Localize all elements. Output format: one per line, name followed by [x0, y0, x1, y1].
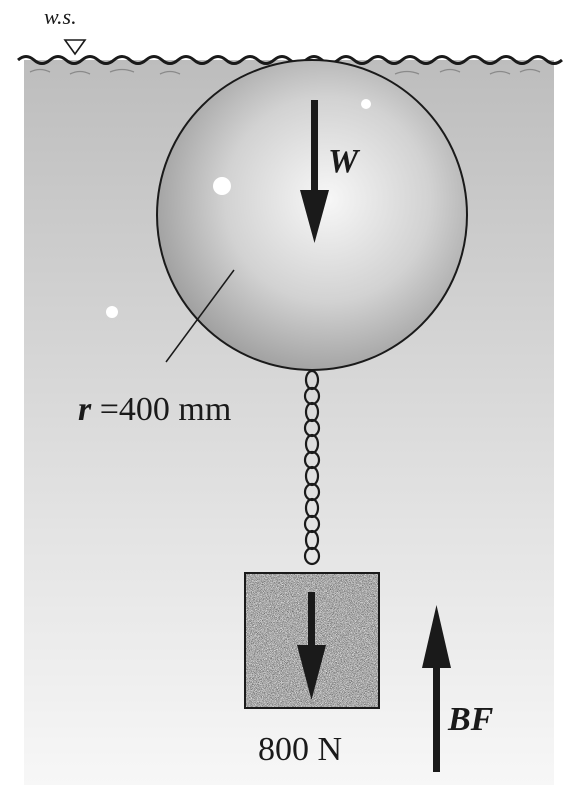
block-weight-label: 800 N — [258, 731, 342, 768]
buoyant-force-arrow — [422, 605, 451, 772]
buoyant-force-label: BF — [447, 701, 494, 738]
radius-leader-line — [165, 269, 235, 363]
chain — [303, 369, 321, 566]
weight-label: W — [328, 143, 361, 180]
radius-value: =400 mm — [91, 391, 231, 428]
block-weight-arrow — [297, 592, 326, 700]
radius-symbol: r — [78, 391, 92, 428]
water-surface-line — [17, 55, 563, 65]
water-surface-label: w.s. — [44, 4, 77, 29]
radius-label: r =400 mm — [78, 391, 231, 428]
bubble — [361, 99, 371, 109]
bubble — [106, 306, 118, 318]
bubble — [213, 177, 231, 195]
water-surface-triangle-icon — [63, 39, 87, 56]
weight-arrow — [300, 100, 329, 243]
